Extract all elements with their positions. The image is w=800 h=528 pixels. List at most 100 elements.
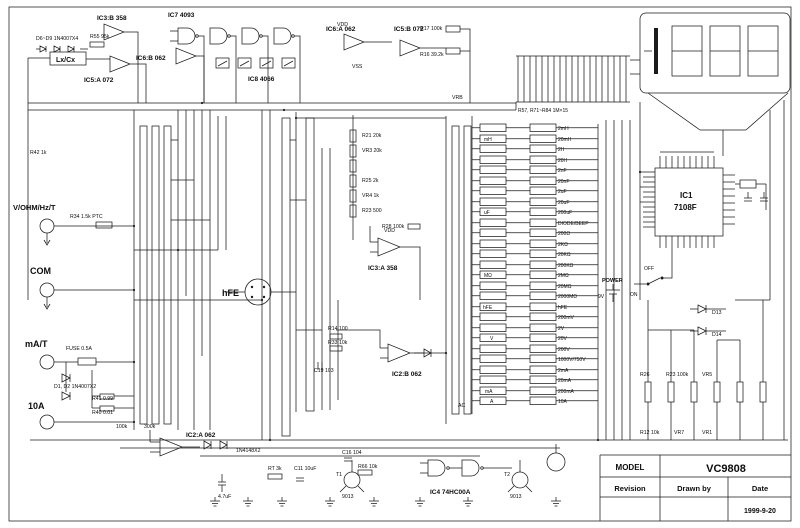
component-label-d14: D14 bbox=[712, 332, 722, 338]
ic1-adc-chip bbox=[639, 102, 771, 301]
unit-label: A bbox=[490, 399, 494, 405]
unit-label: MΩ bbox=[484, 273, 492, 279]
vdd-label: VDD bbox=[384, 228, 395, 234]
title-block-model-value: VC9808 bbox=[706, 463, 746, 475]
range-label: 2uF bbox=[558, 189, 567, 195]
range-label: 200V bbox=[558, 347, 570, 353]
power-switch-battery bbox=[606, 248, 673, 302]
range-label: 20mH bbox=[558, 137, 572, 143]
range-label: 200mA bbox=[558, 389, 575, 395]
component-label-r33: R33 10k bbox=[328, 340, 348, 346]
ic7-label: IC7 4093 bbox=[168, 12, 195, 19]
reference-and-hfe-block bbox=[226, 115, 446, 370]
vrb-label: VRB bbox=[452, 95, 463, 101]
range-label: 2mA bbox=[558, 368, 569, 374]
lxcx-label: Lx/Cx bbox=[56, 57, 75, 64]
input-terminals bbox=[39, 218, 134, 430]
junction-dots bbox=[132, 101, 642, 442]
component-label-d21: 1N4148X2 bbox=[236, 448, 261, 454]
title-block-date-label: Date bbox=[752, 484, 768, 493]
range-label: 2KΩ bbox=[558, 242, 568, 248]
component-label-r40: R40 0.01 bbox=[92, 410, 113, 416]
component-label-br6: VR1 bbox=[702, 430, 712, 436]
ic3a-label: IC3:A 358 bbox=[368, 265, 398, 272]
ic1-name-label: IC1 bbox=[680, 191, 693, 200]
component-label-vr3: VR3 20k bbox=[362, 148, 382, 154]
ic8-label: IC8 4066 bbox=[248, 76, 275, 83]
range-label: 1000V/750V bbox=[558, 357, 586, 363]
ic1-part-label: 7108F bbox=[674, 203, 697, 212]
component-label-d6d9: D6~D9 1N4007X4 bbox=[36, 36, 78, 42]
component-label-rt: RT 3k bbox=[268, 466, 282, 472]
component-label-br5: VR7 bbox=[674, 430, 684, 436]
range-label: 20MΩ bbox=[558, 284, 572, 290]
input-amplifier-block bbox=[28, 23, 471, 103]
terminal-com-label: COM bbox=[30, 266, 51, 276]
unit-label: uF bbox=[484, 210, 490, 216]
power-on-label: ON bbox=[630, 292, 638, 298]
vss-label: VSS bbox=[352, 64, 363, 70]
component-label-fuse: FUSE 0.5A bbox=[66, 346, 92, 352]
title-block-model-label: MODEL bbox=[616, 463, 645, 472]
divider-network-wires bbox=[133, 110, 473, 440]
range-label: 2nF bbox=[558, 168, 567, 174]
component-label-r42: R42 1k bbox=[30, 150, 47, 156]
component-label-t2-type: 9013 bbox=[510, 494, 522, 500]
component-label-r41: R41 0.99 bbox=[92, 396, 113, 402]
title-block-revision-label: Revision bbox=[614, 484, 646, 493]
ic6a-label: IC6:A 062 bbox=[326, 26, 356, 33]
range-label: 2mH bbox=[558, 126, 569, 132]
component-label-br2: R23 100k bbox=[666, 372, 689, 378]
component-label-c11: C11 10uF bbox=[294, 466, 316, 472]
component-label-r21: R21 20k bbox=[362, 133, 382, 139]
component-label-br4: R12 10k bbox=[640, 430, 660, 436]
component-label-br3: VR5 bbox=[702, 372, 712, 378]
component-label-r17: R17 100k bbox=[420, 26, 443, 32]
range-label: hFE bbox=[558, 305, 568, 311]
power-off-label: OFF bbox=[644, 266, 654, 272]
top-bus-wires bbox=[27, 58, 516, 300]
component-label-br1: R26 bbox=[640, 372, 650, 378]
ic2b-label: IC2:B 062 bbox=[392, 371, 422, 378]
range-label: 20H bbox=[558, 158, 568, 164]
unit-label: mA bbox=[485, 389, 493, 395]
component-label-c6: 4.7uF bbox=[218, 494, 231, 500]
title-block-date-value: 1999-9-20 bbox=[744, 508, 776, 515]
range-label: 20KΩ bbox=[558, 252, 571, 258]
power-label: POWER bbox=[602, 278, 623, 284]
component-label-r16: R16 39.2k bbox=[420, 52, 444, 58]
range-label: 200uF bbox=[558, 210, 572, 216]
component-label-t2: T2 bbox=[504, 472, 510, 478]
range-label: 10A bbox=[558, 399, 568, 405]
component-label-d1d2: D1, D2 1N4007X2 bbox=[54, 384, 96, 390]
ic-labels: IC3:B 358 IC7 4093 IC6:A 062 IC5:B 072 I… bbox=[84, 12, 697, 496]
terminal-10a-label: 10A bbox=[28, 401, 45, 411]
component-label-r34: R34 1.5k PTC bbox=[70, 214, 103, 220]
ic2a-label: IC2:A 062 bbox=[186, 432, 216, 439]
bottom-logic-block bbox=[30, 430, 600, 507]
range-label: 20nF bbox=[558, 179, 569, 185]
battery-voltage-label: 9V bbox=[598, 294, 605, 300]
component-label-c19: C19 103 bbox=[314, 368, 334, 374]
calibration-resistor-bank bbox=[600, 100, 788, 441]
component-label-r14: R14 100 bbox=[328, 326, 348, 332]
range-label: 200KΩ bbox=[558, 263, 574, 269]
component-label-r28: R28 100k bbox=[382, 224, 405, 230]
ic3b-label: IC3:B 358 bbox=[97, 15, 127, 22]
title-block-drawnby-label: Drawn by bbox=[677, 484, 712, 493]
component-label-r69: 300k bbox=[144, 424, 156, 430]
display-resistor-note: R57, R71~R84 1M×15 bbox=[518, 108, 568, 114]
ic5b-label: IC5:B 072 bbox=[394, 26, 424, 33]
range-labels: 2mH 20mH 2H 20H 2nF 20nF 2uF 20uF 200uF … bbox=[558, 126, 589, 405]
range-label: 20V bbox=[558, 336, 568, 342]
component-label-vr4: VR4 1k bbox=[362, 193, 379, 199]
component-label-r25: R25 2k bbox=[362, 178, 379, 184]
ic6b-label: IC6:B 062 bbox=[136, 55, 166, 62]
vdd-label: VDD bbox=[337, 22, 348, 28]
range-label: 2MΩ bbox=[558, 273, 569, 279]
unit-label: V bbox=[490, 336, 494, 342]
sheet-frame bbox=[8, 6, 792, 522]
range-label: 200mV bbox=[558, 315, 575, 321]
range-label: 20mA bbox=[558, 378, 572, 384]
